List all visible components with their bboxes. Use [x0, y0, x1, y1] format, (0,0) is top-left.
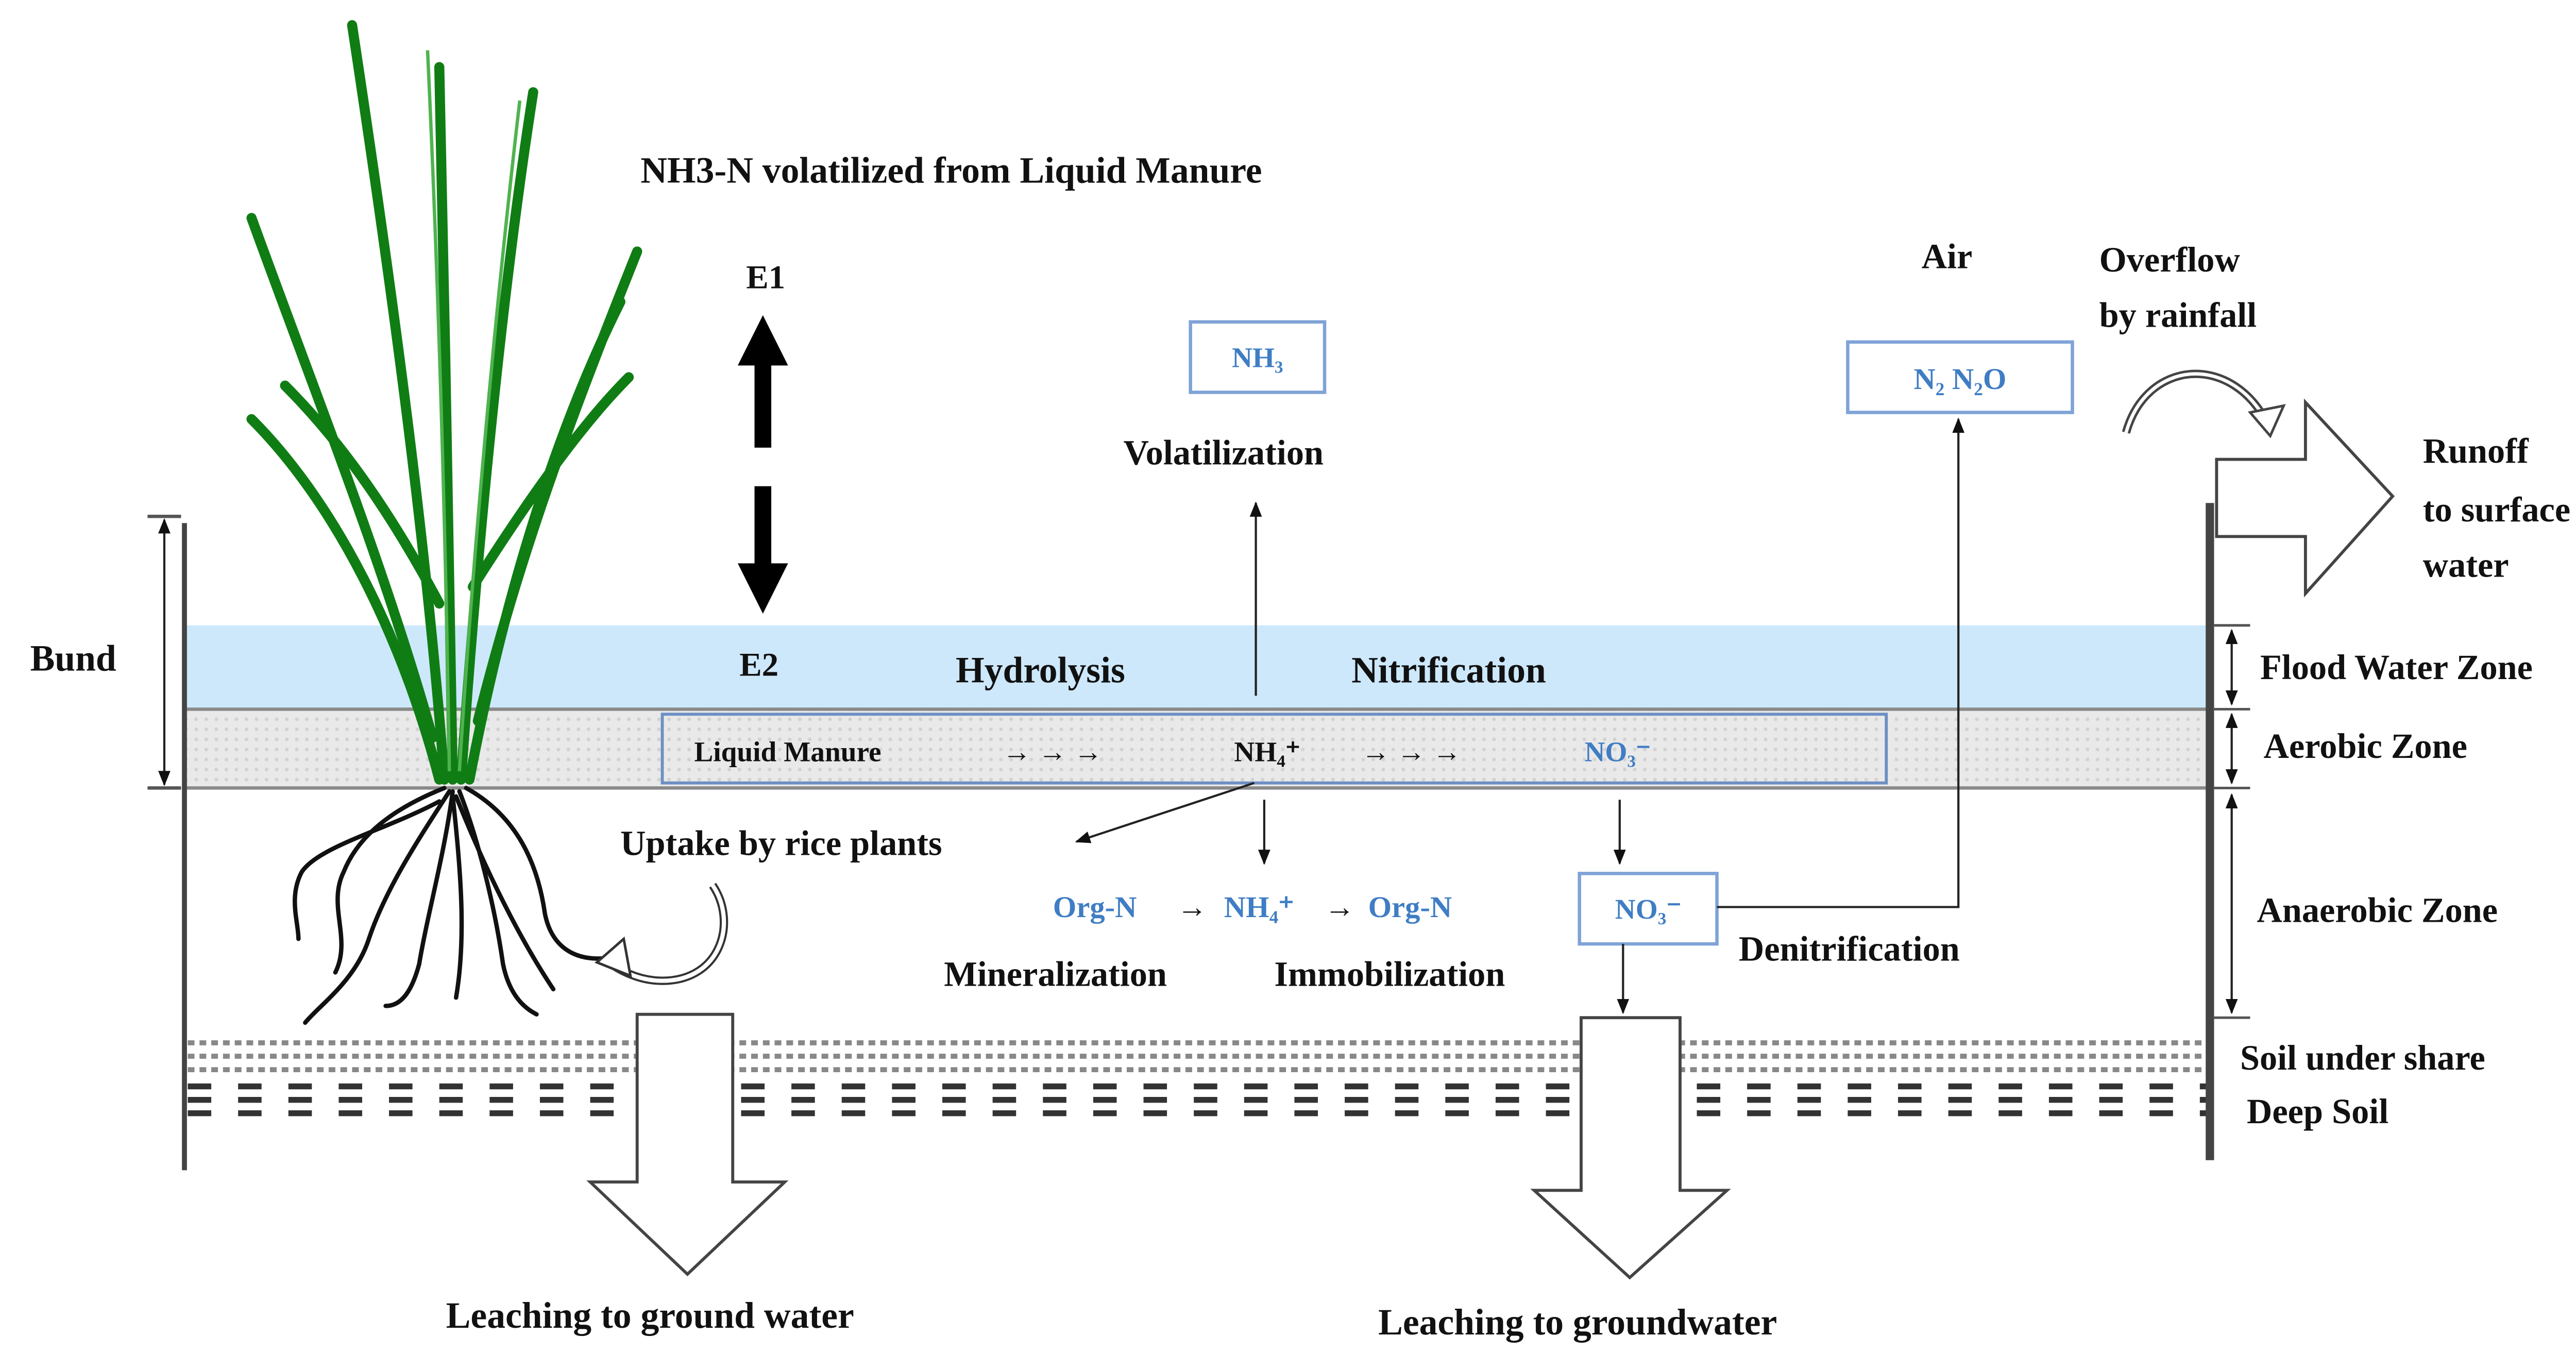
e2-label: E2 — [739, 646, 778, 683]
leaching-left-label: Leaching to ground water — [446, 1295, 854, 1336]
zone-deep-soil-label: Deep Soil — [2247, 1092, 2388, 1131]
flood-water-layer — [184, 625, 2207, 709]
e1-label: E1 — [746, 259, 785, 296]
manure-no3-label: NO₃⁻ — [1584, 736, 1651, 767]
n2-n2o-box — [1846, 340, 2074, 414]
manure-arrows-1: → → → — [1003, 736, 1103, 767]
overflow-label-line2: by rainfall — [2099, 296, 2257, 335]
nitrification-label: Nitrification — [1351, 650, 1546, 690]
hydrolysis-label: Hydrolysis — [956, 650, 1125, 690]
manure-process-box — [660, 713, 1888, 785]
denitrification-label: Denitrification — [1739, 929, 1960, 969]
leaching-right-label: Leaching to groundwater — [1378, 1302, 1777, 1343]
zone-flood-water-label: Flood Water Zone — [2260, 648, 2533, 687]
rice-roots-icon — [293, 786, 623, 1025]
runoff-label-line2: to surface — [2423, 490, 2571, 529]
zone-dimension-markers — [2213, 624, 2250, 1019]
volatilization-label: Volatilization — [1123, 433, 1324, 472]
org-n-right: Org-N — [1368, 890, 1452, 924]
no3-box-label: NO₃⁻ — [1615, 893, 1682, 925]
immobilization-label: Immobilization — [1274, 954, 1505, 993]
rice-plant-icon — [246, 20, 642, 785]
org-n-left: Org-N — [1053, 890, 1137, 924]
n2-n2o-box-label: N₂ N₂O — [1914, 362, 2007, 396]
zone-anaerobic-label: Anaerobic Zone — [2257, 891, 2498, 930]
uptake-label: Uptake by rice plants — [620, 824, 942, 863]
overflow-label-line1: Overflow — [2099, 240, 2240, 279]
manure-source-label: Liquid Manure — [694, 736, 881, 767]
org-nh4: NH₄⁺ — [1224, 890, 1294, 924]
runoff-arrow-icon — [2215, 398, 2395, 598]
org-arrow-1: → — [1177, 890, 1208, 924]
uptake-arrow — [1075, 782, 1255, 843]
bund-label: Bund — [30, 638, 116, 679]
nh3-box-label: NH₃ — [1232, 342, 1283, 374]
overflow-curved-arrow-icon — [2122, 369, 2271, 434]
diagram-title: NH3-N volatilized from Liquid Manure — [640, 150, 1262, 191]
runoff-label-line1: Runoff — [2423, 431, 2529, 470]
leaching-left-arrow-icon — [586, 1012, 789, 1277]
denitrification-arrow — [1717, 417, 1965, 908]
manure-arrows-2: → → → — [1362, 736, 1462, 767]
manure-nh4-label: NH₄⁺ — [1234, 736, 1300, 767]
air-label: Air — [1922, 237, 1973, 276]
uptake-curved-arrowhead — [594, 936, 632, 978]
volatilization-exchange-arrows-icon — [737, 315, 788, 614]
soil-under-share-pattern — [188, 1040, 2207, 1072]
no3-box — [1578, 872, 1719, 946]
mineralization-label: Mineralization — [944, 954, 1167, 993]
leaching-right-arrow-icon — [1530, 1016, 1731, 1280]
zone-soil-under-share-label: Soil under share — [2240, 1038, 2485, 1077]
org-arrow-2: → — [1325, 890, 1355, 924]
nh3-box — [1189, 320, 1327, 394]
deep-soil-pattern — [188, 1083, 2207, 1117]
zone-aerobic-label: Aerobic Zone — [2264, 726, 2467, 766]
runoff-label-line3: water — [2423, 545, 2509, 584]
